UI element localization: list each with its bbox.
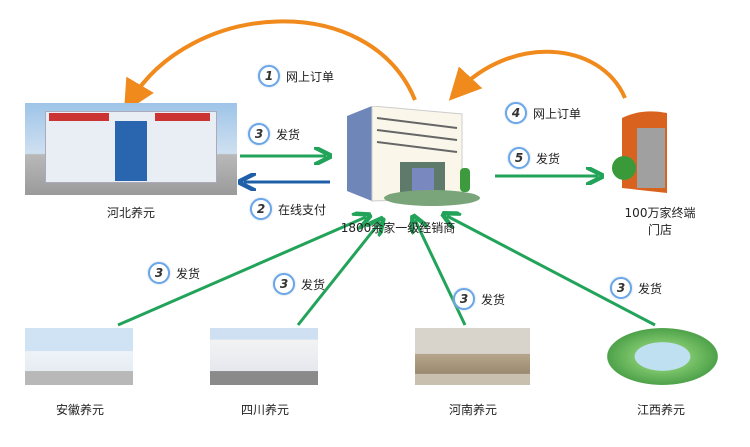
step-number-badge: 2: [250, 198, 272, 220]
order-arrow-hebei: [123, 19, 417, 113]
step-ship-anhui: 3 发货: [148, 262, 200, 284]
step-number-badge: 3: [453, 288, 475, 310]
step-number-badge: 3: [148, 262, 170, 284]
step-text: 发货: [301, 277, 326, 292]
ship-arrow-anhui: [117, 217, 366, 327]
step-number-badge: 3: [610, 277, 632, 299]
distributor-label: 1800余家一级经销商: [340, 221, 456, 235]
step-ship-henan: 3 发货: [453, 288, 505, 310]
step-online-payment: 2 在线支付: [250, 198, 326, 220]
step-text: 发货: [481, 292, 506, 307]
henan-factory-photo: [415, 328, 530, 385]
anhui-factory-photo: [25, 328, 133, 385]
order-arrow-store: [448, 49, 627, 101]
step-online-order-1: 1 网上订单: [258, 65, 334, 87]
step-ship-store: 5 发货: [508, 147, 560, 169]
step-online-order-4: 4 网上订单: [505, 102, 581, 124]
hebei-label: 河北养元: [106, 206, 156, 220]
jiangxi-factory-photo: [607, 328, 718, 385]
step-ship-jiangxi: 3 发货: [610, 277, 662, 299]
step-ship-hebei: 3 发货: [248, 123, 300, 145]
step-text: 网上订单: [533, 106, 582, 121]
sichuan-label: 四川养元: [240, 403, 290, 417]
store-icon: [612, 108, 670, 196]
store-label: 100万家终端 门店: [625, 205, 696, 239]
ship-arrow-sichuan: [296, 222, 380, 326]
step-ship-sichuan: 3 发货: [273, 273, 325, 295]
step-number-badge: 5: [508, 147, 530, 169]
jiangxi-label: 江西养元: [636, 403, 686, 417]
step-text: 在线支付: [278, 202, 327, 217]
henan-label: 河南养元: [448, 403, 498, 417]
step-number-badge: 3: [248, 123, 270, 145]
step-text: 发货: [638, 281, 663, 296]
step-number-badge: 3: [273, 273, 295, 295]
step-number-badge: 1: [258, 65, 280, 87]
store-label-line1: 100万家终端: [624, 206, 696, 220]
step-number-badge: 4: [505, 102, 527, 124]
step-text: 发货: [176, 266, 201, 281]
ship-arrow-jiangxi: [447, 216, 656, 327]
step-text: 发货: [276, 127, 301, 142]
hebei-factory-photo: [25, 103, 237, 195]
step-text: 发货: [536, 151, 561, 166]
step-text: 网上订单: [286, 69, 335, 84]
sichuan-factory-photo: [210, 328, 318, 385]
distributor-building-icon: [342, 106, 487, 206]
anhui-label: 安徽养元: [55, 403, 105, 417]
store-label-line2: 门店: [647, 223, 672, 237]
